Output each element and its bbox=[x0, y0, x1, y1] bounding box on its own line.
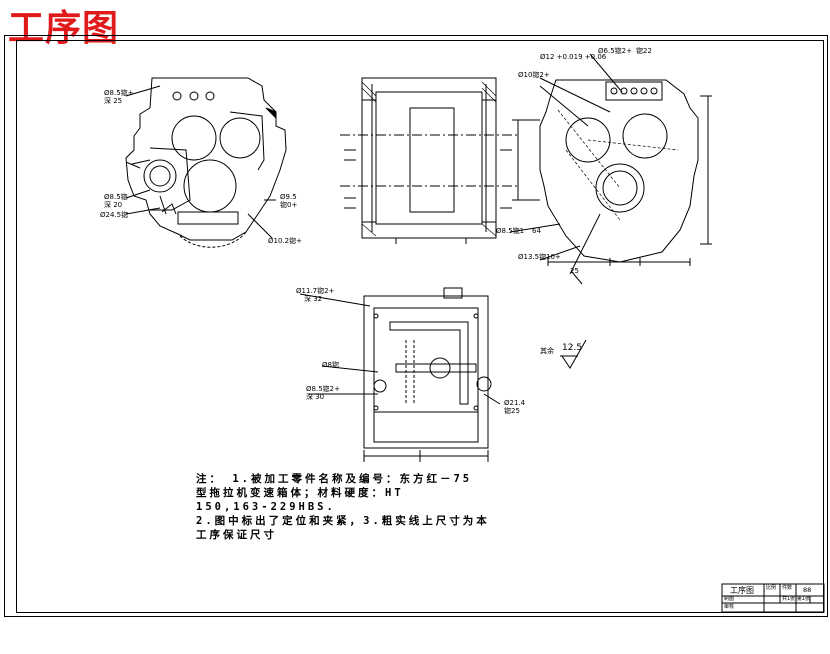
annotation-label: Ø24.5锪 bbox=[100, 211, 129, 219]
annotation-label: Ø9.5 bbox=[280, 193, 297, 201]
title-block-grid bbox=[721, 583, 825, 613]
annotation-label: Ø6.5锪2+ bbox=[598, 47, 632, 55]
note-line: 工序保证尺寸 bbox=[196, 529, 277, 541]
annotation-label: 25 bbox=[570, 267, 579, 275]
note-line: 2.图中标出了定位和夹紧，3.粗实线上尺寸为本 bbox=[196, 515, 490, 527]
title-block-cell: 共1张 第1张 bbox=[782, 596, 810, 602]
annotation-label: 锪22 bbox=[636, 47, 652, 55]
drawing-frame-outer bbox=[4, 35, 828, 617]
title-block-cell: 制图 bbox=[724, 596, 735, 602]
title-block-cell: 审核 bbox=[724, 604, 735, 610]
roughness-label: 其余 bbox=[540, 347, 554, 355]
annotation-label: 锪0+ bbox=[280, 201, 298, 209]
title-block-name: 工序图 bbox=[730, 586, 754, 595]
annotation-label: Ø12 +0.019 +0.06 bbox=[540, 53, 607, 61]
annotation-label: 深 30 bbox=[306, 393, 325, 401]
note-line: 型拖拉机变速箱体；材料硬度：HT bbox=[196, 487, 404, 499]
annotation-label: 深 25 bbox=[104, 97, 123, 105]
title-block-cell: 88 bbox=[803, 586, 812, 594]
annotation-label: Ø21.4 bbox=[504, 399, 526, 407]
title-block-cell: 比例 bbox=[766, 585, 777, 591]
annotation-label: Ø8锪 bbox=[322, 361, 339, 369]
section-view-middle bbox=[340, 77, 520, 244]
annotation-label: Ø8.5锪+ bbox=[104, 89, 134, 97]
annotation-label: 深 20 bbox=[104, 201, 123, 209]
note-line: 150,163-229HBS. bbox=[196, 501, 336, 513]
annotation-label: Ø10锪2+ bbox=[518, 71, 550, 79]
roughness-value: 12.5 bbox=[562, 343, 583, 353]
annotation-label: Ø13.5锪10+ bbox=[518, 253, 561, 261]
side-view-right bbox=[509, 53, 712, 285]
annotation-label: 锪25 bbox=[504, 407, 520, 415]
drawing-frame-inner bbox=[16, 40, 824, 613]
title-block-cell: 件数 bbox=[782, 585, 793, 591]
front-view-left bbox=[125, 77, 287, 248]
technical-notes: 注： 1.被加工零件名称及编号：东方红－75 型拖拉机变速箱体；材料硬度：HT … bbox=[196, 472, 541, 542]
annotation-label: Ø8.5锪1 bbox=[496, 227, 525, 235]
note-line: 注： 1.被加工零件名称及编号：东方红－75 bbox=[196, 473, 473, 485]
annotation-label: 深 32 bbox=[304, 295, 323, 303]
annotation-label: 64 bbox=[532, 227, 541, 235]
annotation-label: Ø8.5锪2+ bbox=[306, 385, 340, 393]
annotation-label: Ø8.5锪 bbox=[104, 193, 128, 201]
plan-view-bottom bbox=[299, 287, 501, 462]
annotation-label: Ø10.2锪+ bbox=[268, 237, 302, 245]
annotation-label: Ø11.7锪2+ bbox=[296, 287, 335, 295]
roughness-symbol bbox=[560, 339, 587, 369]
